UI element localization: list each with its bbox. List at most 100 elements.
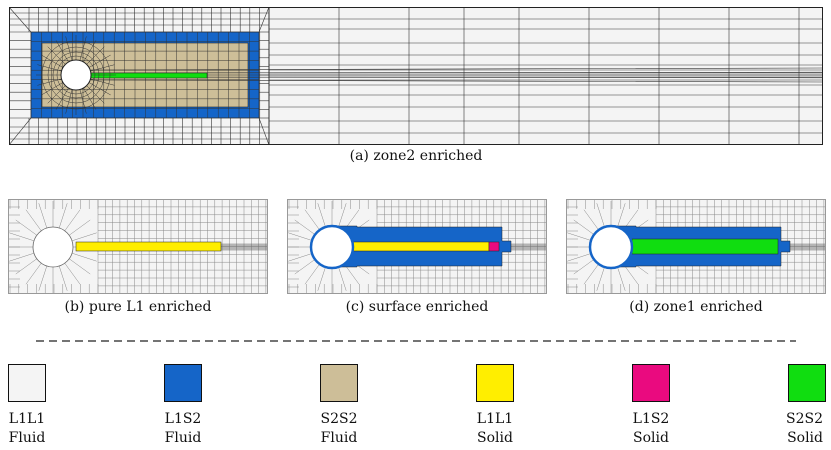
mesh-line <box>86 85 105 104</box>
mesh-line <box>596 265 606 291</box>
legend-swatch-l1s2-solid <box>632 364 670 402</box>
mesh-line <box>69 258 91 275</box>
mesh-line <box>573 258 595 275</box>
panel-border <box>287 199 547 294</box>
mesh-line <box>25 209 42 231</box>
mesh-line <box>596 203 606 229</box>
mesh-panel-surface-enriched <box>287 199 547 294</box>
s2s2-solid-filament <box>90 72 208 79</box>
mesh-panel-pure-l1-enriched <box>8 199 268 294</box>
cylinder <box>309 224 355 270</box>
mesh-line <box>573 219 595 236</box>
mesh-line <box>567 232 593 242</box>
legend-swatch-s2s2-fluid <box>320 364 358 402</box>
mesh-line <box>337 203 347 229</box>
mesh-line <box>15 258 37 275</box>
mesh-line <box>58 265 68 291</box>
mesh-grid <box>9 7 823 145</box>
mesh-line <box>69 219 91 236</box>
mesh-line <box>86 46 105 65</box>
mesh-line <box>83 87 97 110</box>
legend-swatch-l1s2-fluid <box>164 364 202 402</box>
mesh-line <box>41 54 64 68</box>
panel-border <box>8 199 268 294</box>
l1s2-solid-tip <box>488 241 500 252</box>
cylinder <box>588 224 634 270</box>
mesh-line <box>90 67 823 71</box>
caption-panel-a: (a) zone2 enriched <box>349 148 483 164</box>
mesh-line <box>304 209 321 231</box>
mesh-panel-zone2-enriched <box>9 7 823 145</box>
legend-separator <box>36 340 796 342</box>
mesh-line <box>616 265 626 291</box>
mesh-line <box>38 203 48 229</box>
mesh-line <box>294 258 316 275</box>
mesh-line <box>55 87 69 110</box>
mesh-line <box>71 252 97 262</box>
mesh-line <box>90 64 115 72</box>
mesh-line <box>38 265 48 291</box>
mesh-line <box>37 78 62 86</box>
mesh-line <box>47 46 66 65</box>
mesh-line <box>258 7 270 33</box>
mesh-line <box>55 40 69 63</box>
cylinder <box>60 59 92 91</box>
legend-swatch-l1l1-fluid <box>8 364 46 402</box>
panel-border <box>566 199 826 294</box>
mesh-line <box>64 263 81 285</box>
mesh-line <box>58 203 68 229</box>
mesh-line <box>65 36 73 61</box>
s2s2-solid-filament <box>631 238 779 255</box>
mesh-line <box>47 85 66 104</box>
mesh-line <box>15 219 37 236</box>
mesh-line <box>90 71 823 74</box>
mesh-line <box>79 36 87 61</box>
cylinder-mesh-rings <box>36 35 116 115</box>
mesh-line <box>317 265 327 291</box>
caption-panel-d: (d) zone1 enriched <box>629 299 763 315</box>
mesh-grid <box>8 199 268 294</box>
mesh-line <box>583 209 600 231</box>
mesh-line <box>90 78 115 86</box>
mesh-line <box>9 232 35 242</box>
mesh-line <box>583 263 600 285</box>
mesh-line <box>304 263 321 285</box>
mesh-line <box>64 209 81 231</box>
mesh-line <box>41 82 64 96</box>
mesh-line <box>288 232 314 242</box>
cylinder <box>32 226 74 268</box>
mesh-line <box>337 265 347 291</box>
mesh-line <box>9 252 35 262</box>
mesh-line <box>65 89 73 114</box>
mesh-line <box>288 252 314 262</box>
mesh-line <box>90 76 823 79</box>
mesh-line <box>317 203 327 229</box>
mesh-line <box>567 252 593 262</box>
mesh-line <box>294 219 316 236</box>
mesh-line <box>9 7 32 33</box>
mesh-line <box>9 117 32 145</box>
mesh-line <box>71 232 97 242</box>
mesh-line <box>25 263 42 285</box>
mesh-line <box>258 117 270 145</box>
mesh-line <box>88 54 111 68</box>
legend-swatch-l1l1-solid <box>476 364 514 402</box>
mesh-line <box>88 82 111 96</box>
mesh-panel-zone1-enriched <box>566 199 826 294</box>
l1l1-solid-filament <box>352 241 490 252</box>
mesh-line <box>79 89 87 114</box>
caption-panel-b: (b) pure L1 enriched <box>64 299 212 315</box>
mesh-line <box>616 203 626 229</box>
mesh-line <box>37 64 62 72</box>
mesh-line <box>83 40 97 63</box>
caption-panel-c: (c) surface enriched <box>345 299 489 315</box>
mesh-line <box>90 79 823 83</box>
legend-swatch-s2s2-solid <box>788 364 826 402</box>
l1l1-solid-filament <box>75 241 222 252</box>
